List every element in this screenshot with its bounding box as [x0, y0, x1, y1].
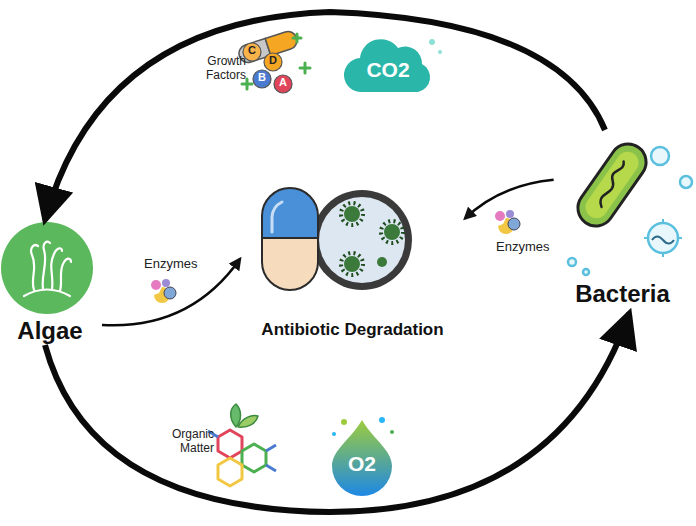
organic-matter-label: Organic Matter	[158, 428, 214, 456]
edge-label: Enzymes	[144, 257, 204, 272]
enzyme-icon	[151, 279, 176, 303]
oxygen-droplet	[332, 417, 394, 496]
molecule-icon	[208, 404, 276, 486]
cycle-arc	[45, 313, 629, 512]
algae-icon	[1, 222, 93, 314]
bacteria-icon	[568, 137, 692, 275]
cycle-arc	[45, 12, 605, 220]
co2-label: CO2	[356, 58, 420, 82]
petri-dish	[312, 190, 412, 290]
algae-node: Algae	[0, 220, 100, 345]
vitamin-icon	[237, 29, 310, 93]
enzyme-arrow	[465, 180, 554, 219]
pill-icon	[262, 188, 318, 290]
node-text: Bacteria	[575, 280, 670, 308]
o2-label: O2	[337, 452, 387, 476]
bacteria-node: Bacteria	[555, 130, 690, 308]
co2-cloud	[344, 39, 442, 92]
vitamin-letter: A	[274, 76, 292, 89]
vitamin-letter: B	[253, 71, 271, 84]
growth-factors-label: Growth Factors	[190, 55, 246, 83]
vitamin-letter: C	[243, 44, 261, 57]
vitamin-letter: D	[264, 54, 282, 67]
node-text: Antibiotic Degradation	[261, 320, 443, 340]
enzyme-icon	[495, 210, 520, 234]
antibiotic-node: Antibiotic Degradation	[240, 178, 465, 340]
node-text: Algae	[17, 317, 82, 345]
edge-label: Enzymes	[496, 240, 554, 255]
